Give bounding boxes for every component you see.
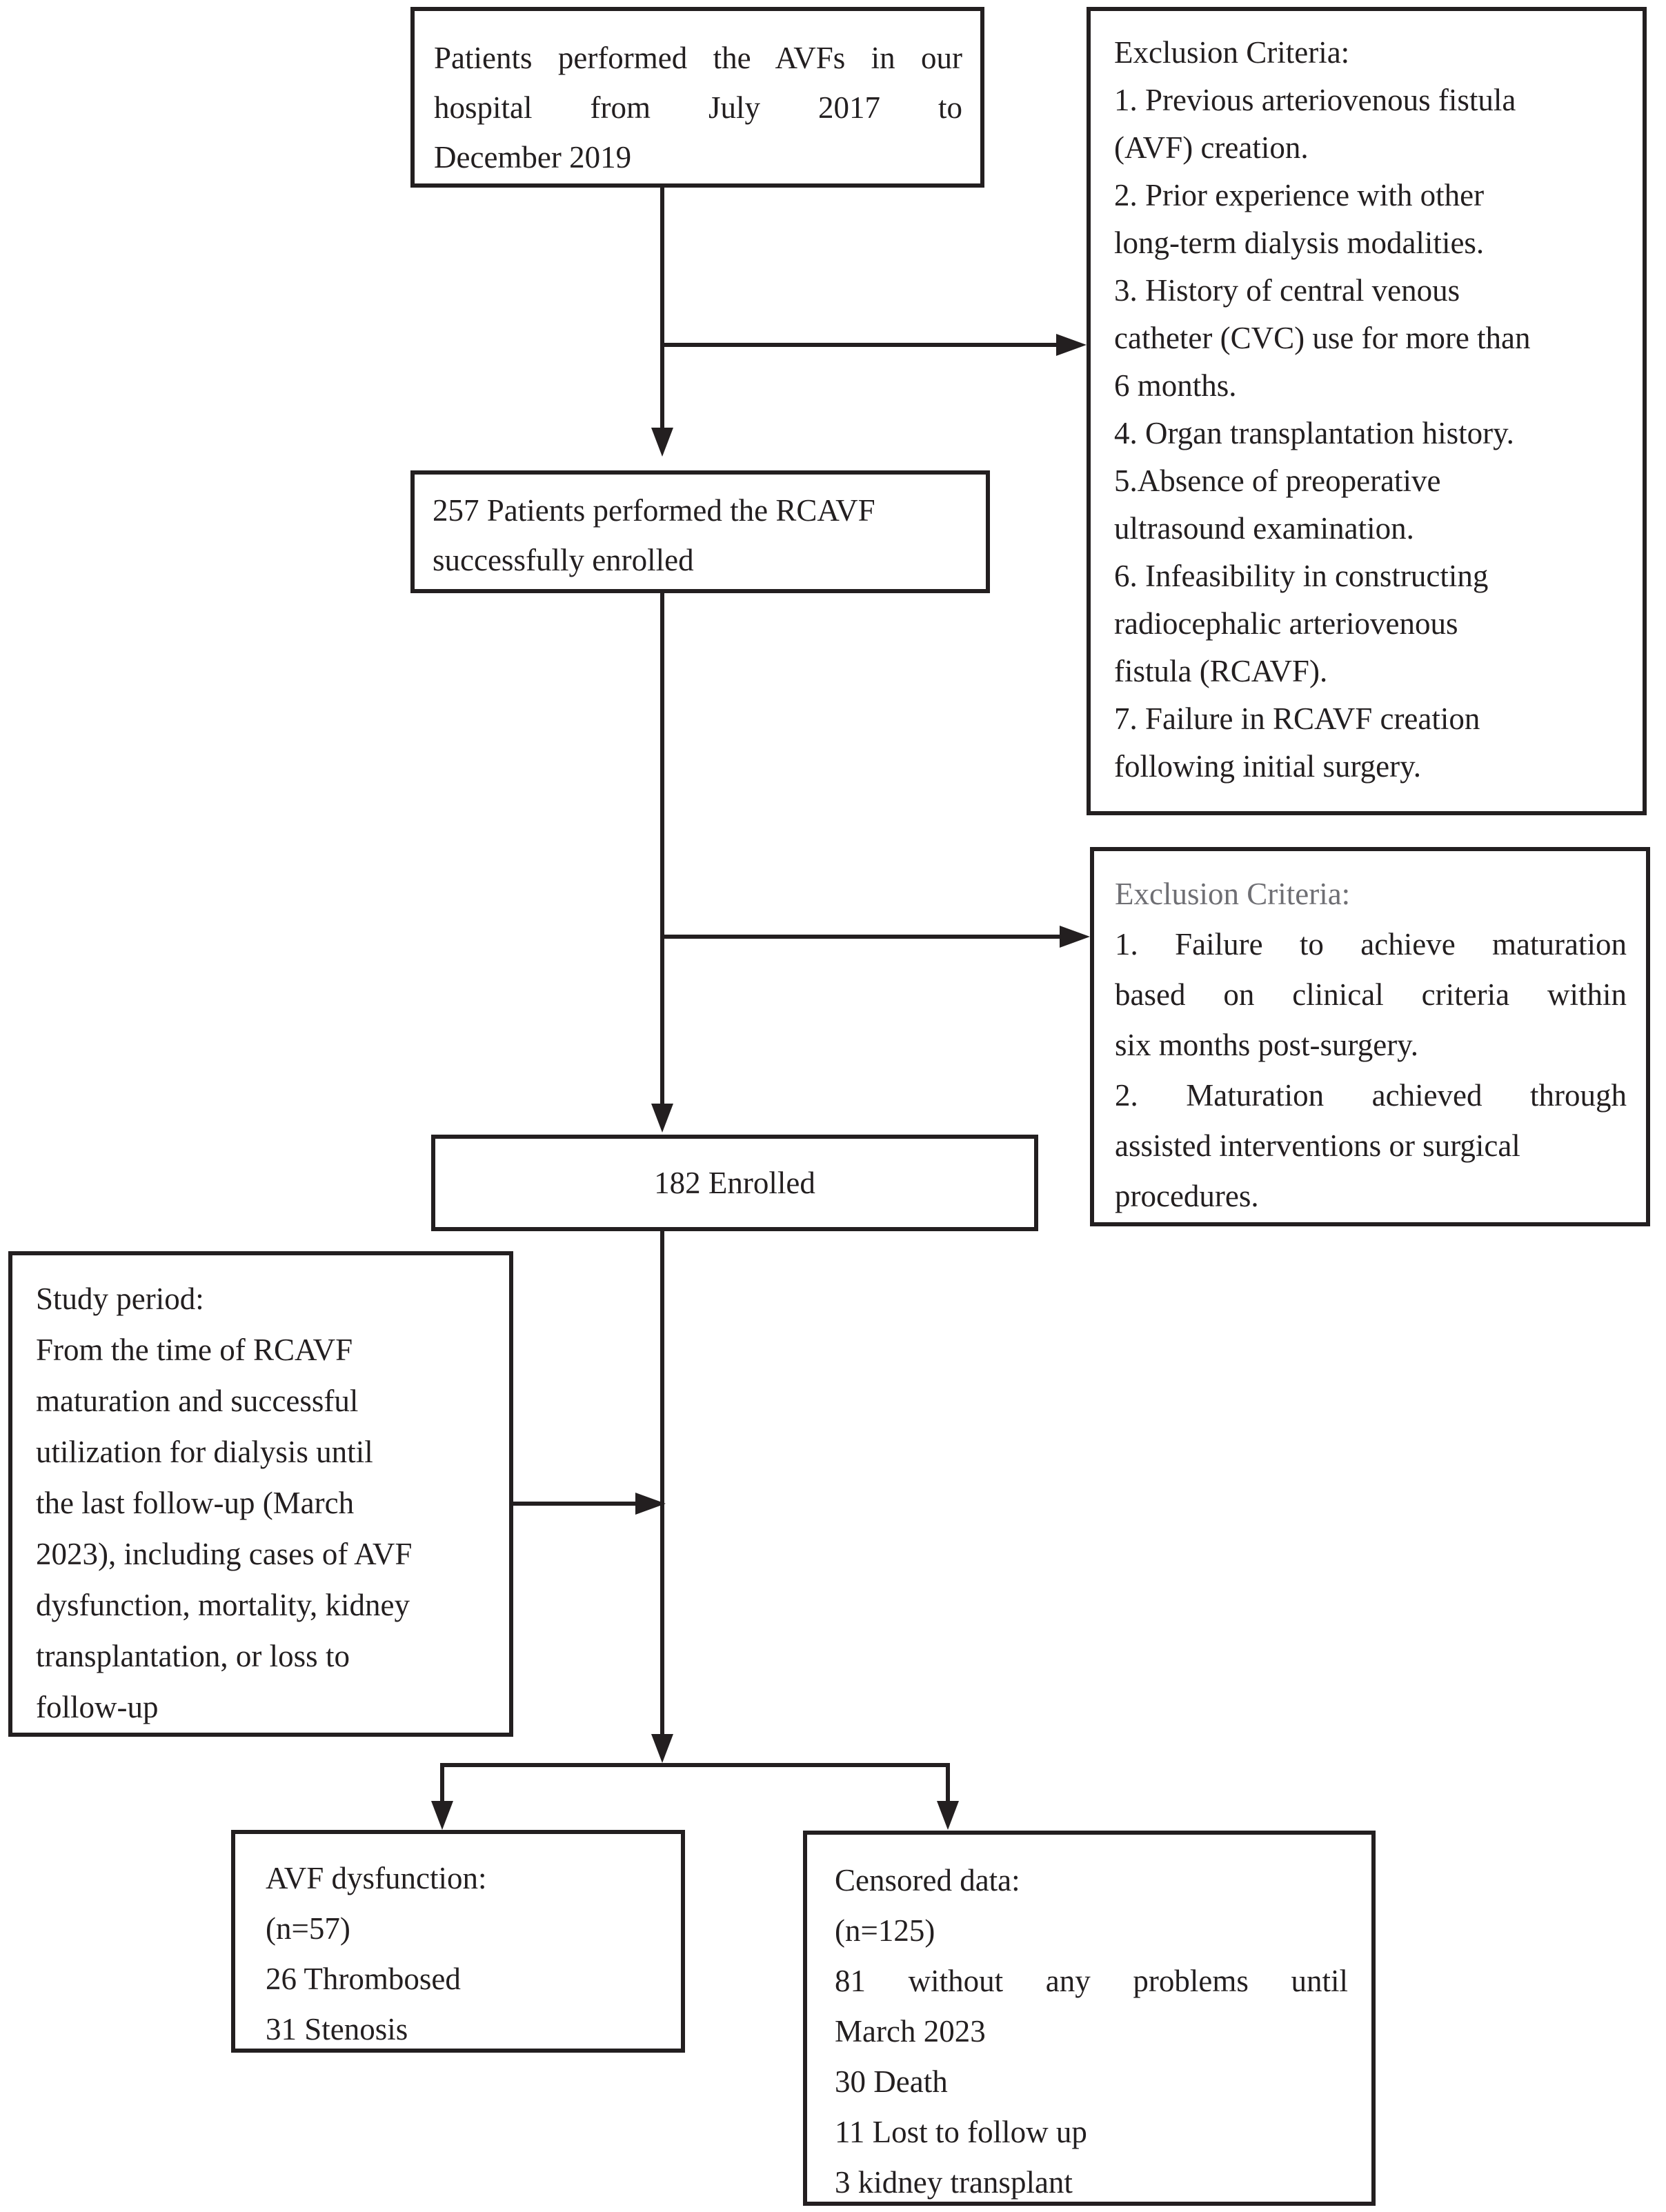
text-line: following initial surgery.: [1114, 749, 1421, 784]
arrow-right-icon: [1056, 334, 1087, 356]
line-distributor: [440, 1763, 950, 1767]
box-182-enrolled: 182 Enrolled: [431, 1135, 1038, 1231]
text-line: 3 kidney transplant: [835, 2165, 1073, 2200]
box-censored-data: Censored data: (n=125) 81 without any prob…: [803, 1831, 1376, 2206]
text-line: transplantation, or loss to: [36, 1639, 350, 1673]
text-line: radiocephalic arteriovenous: [1114, 606, 1458, 641]
box-exclusion-criteria-1: Exclusion Criteria: 1. Previous arteriove…: [1087, 7, 1647, 815]
arrow-down-icon: [431, 1801, 453, 1830]
line-182-to-junction: [660, 1230, 664, 1734]
text-line: 26 Thrombosed: [266, 1962, 461, 1996]
text-line: Study period:: [36, 1282, 204, 1316]
text-line: 257 Patients performed the RCAVF: [433, 493, 875, 528]
text-line: follow-up: [36, 1690, 159, 1724]
text-line: (AVF) creation.: [1114, 130, 1309, 165]
text-line: successfully enrolled: [433, 543, 694, 577]
text-line: March 2023: [835, 2014, 986, 2049]
text-line: assisted interventions or surgical: [1115, 1128, 1520, 1163]
text-line: fistula (RCAVF).: [1114, 654, 1328, 688]
text-line: ultrasound examination.: [1114, 511, 1414, 546]
arrow-down-icon: [651, 1104, 673, 1133]
text-line: 5.Absence of preoperative: [1114, 464, 1441, 498]
text-line: 1. Previous arteriovenous fistula: [1114, 83, 1516, 117]
text-line: From the time of RCAVF: [36, 1333, 353, 1367]
text-line: AVF dysfunction:: [266, 1861, 487, 1895]
text-line: hospital from July 2017 to: [434, 90, 962, 125]
arrow-down-icon: [651, 428, 673, 457]
text-line: 6 months.: [1114, 368, 1237, 403]
text-line: Censored data:: [835, 1863, 1020, 1897]
arrow-right-icon: [1060, 926, 1090, 948]
text-line: 2. Maturation achieved through: [1115, 1078, 1627, 1113]
box-exclusion-criteria-2: Exclusion Criteria: 1. Failure to achieve…: [1090, 847, 1650, 1226]
arrow-right-icon: [635, 1493, 666, 1515]
text-line: December 2019: [434, 140, 632, 175]
text-line: 6. Infeasibility in constructing: [1114, 559, 1489, 593]
line-source-to-257: [660, 188, 664, 428]
text-line: Exclusion Criteria:: [1114, 35, 1350, 70]
text-line: 4. Organ transplantation history.: [1114, 416, 1514, 450]
text-line: utilization for dialysis until: [36, 1435, 373, 1469]
text-line: (n=125): [835, 1913, 935, 1948]
text-line: 3. History of central venous: [1114, 273, 1460, 308]
box-study-period: Study period: From the time of RCAVF matur…: [8, 1251, 513, 1737]
text-line: Exclusion Criteria:: [1115, 877, 1351, 911]
line-branch-to-exclusion1: [662, 343, 1057, 347]
line-drop-left: [440, 1763, 444, 1801]
text-line: dysfunction, mortality, kidney: [36, 1588, 410, 1622]
box-avf-dysfunction: AVF dysfunction: (n=57) 26 Thrombosed 31 St…: [231, 1830, 685, 2053]
box-182-label: 182 Enrolled: [654, 1166, 815, 1200]
text-line: 30 Death: [835, 2064, 948, 2099]
text-line: 81 without any problems until: [835, 1964, 1348, 1998]
text-line: the last follow-up (March: [36, 1486, 355, 1520]
line-study-to-flow: [513, 1502, 636, 1506]
text-line: Patients performed the AVFs in our: [434, 41, 962, 75]
text-line: 31 Stenosis: [266, 2012, 408, 2046]
line-branch-to-exclusion2: [662, 935, 1060, 939]
box-source-patients: Patients performed the AVFs in our hospit…: [410, 7, 984, 188]
arrow-down-icon: [937, 1801, 959, 1830]
line-257-to-182: [660, 593, 664, 1104]
text-line: 11 Lost to follow up: [835, 2115, 1087, 2149]
text-line: long-term dialysis modalities.: [1114, 226, 1485, 260]
text-line: six months post-surgery.: [1115, 1028, 1419, 1062]
text-line: maturation and successful: [36, 1384, 359, 1418]
text-line: catheter (CVC) use for more than: [1114, 321, 1531, 355]
text-line: 7. Failure in RCAVF creation: [1114, 701, 1480, 736]
line-drop-right: [946, 1763, 950, 1801]
text-line: 1. Failure to achieve maturation: [1115, 927, 1627, 961]
text-line: 2. Prior experience with other: [1114, 178, 1485, 212]
text-line: (n=57): [266, 1911, 350, 1946]
arrow-down-icon: [651, 1734, 673, 1763]
text-line: 2023), including cases of AVF: [36, 1537, 413, 1571]
text-line: based on clinical criteria within: [1115, 977, 1627, 1012]
text-line: procedures.: [1115, 1179, 1259, 1213]
box-257-enrolled: 257 Patients performed the RCAVF successf…: [410, 470, 990, 593]
